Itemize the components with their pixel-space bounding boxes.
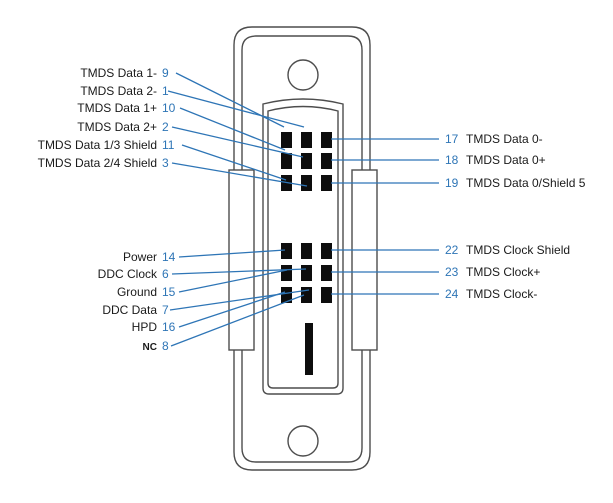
right-number-pin-19: 19 xyxy=(445,176,459,190)
left-label-pin-7: DDC Data xyxy=(102,303,157,317)
pin-14 xyxy=(281,243,292,259)
ground-blade xyxy=(305,323,313,375)
pin-16 xyxy=(281,287,292,303)
right-label-pin-22: TMDS Clock Shield xyxy=(466,243,570,257)
left-label-pin-8: NC xyxy=(143,342,157,353)
pin-2 xyxy=(301,153,312,169)
left-number-pin-8: 8 xyxy=(162,339,169,353)
left-number-pin-14: 14 xyxy=(162,250,176,264)
left-label-pin-9: TMDS Data 1- xyxy=(80,66,157,80)
left-label-pin-10: TMDS Data 1+ xyxy=(77,101,157,115)
bottom-screw-hole xyxy=(287,425,319,457)
pin-8 xyxy=(301,287,312,303)
left-label-pin-14: Power xyxy=(123,250,157,264)
left-label-pin-15: Ground xyxy=(117,285,157,299)
leader-pin-6 xyxy=(171,268,307,275)
left-number-pin-16: 16 xyxy=(162,320,176,334)
right-number-pin-22: 22 xyxy=(445,243,459,257)
right-flange xyxy=(351,169,378,351)
leader-pin-11 xyxy=(181,144,287,181)
left-number-pin-11: 11 xyxy=(162,138,175,152)
pin-1 xyxy=(281,153,292,169)
pin-24 xyxy=(321,287,332,303)
left-number-pin-6: 6 xyxy=(162,267,169,281)
left-flange xyxy=(228,169,255,351)
right-label-pin-24: TMDS Clock- xyxy=(466,287,537,301)
left-number-pin-1: 1 xyxy=(162,84,169,98)
pin-10 xyxy=(301,132,312,148)
left-number-pin-15: 15 xyxy=(162,285,176,299)
left-number-pin-9: 9 xyxy=(162,66,169,80)
pin-22 xyxy=(321,243,332,259)
leader-pin-2 xyxy=(171,126,304,158)
leader-pin-1 xyxy=(167,90,305,128)
right-number-pin-18: 18 xyxy=(445,153,459,167)
pin-7 xyxy=(301,265,312,281)
top-screw-hole xyxy=(287,59,319,91)
pin-6 xyxy=(281,265,292,281)
left-label-pin-3: TMDS Data 2/4 Shield xyxy=(38,156,157,170)
left-number-pin-7: 7 xyxy=(162,303,169,317)
left-number-pin-2: 2 xyxy=(162,120,169,134)
right-label-pin-17: TMDS Data 0- xyxy=(466,132,543,146)
left-label-pin-6: DDC Clock xyxy=(98,267,158,281)
leader-pin-16 xyxy=(178,291,286,328)
right-label-pin-18: TMDS Data 0+ xyxy=(466,153,546,167)
left-label-pin-2: TMDS Data 2+ xyxy=(77,120,157,134)
left-label-pin-11: TMDS Data 1/3 Shield xyxy=(38,138,157,152)
leader-pin-14 xyxy=(178,249,286,258)
leader-pin-15 xyxy=(178,269,288,293)
right-number-pin-24: 24 xyxy=(445,287,459,301)
leader-pin-10 xyxy=(179,107,286,151)
left-label-pin-1: TMDS Data 2- xyxy=(80,84,157,98)
right-label-pin-23: TMDS Clock+ xyxy=(466,265,540,279)
right-number-pin-23: 23 xyxy=(445,265,459,279)
leader-pin-8 xyxy=(170,294,305,347)
leader-pin-3 xyxy=(171,162,308,187)
leader-pin-9 xyxy=(175,72,285,128)
pin-15 xyxy=(301,243,312,259)
pin-3 xyxy=(301,175,312,191)
left-label-pin-16: HPD xyxy=(132,320,158,334)
pin-19 xyxy=(321,175,332,191)
right-label-pin-19: TMDS Data 0/Shield 5 xyxy=(466,176,586,190)
leader-pin-7 xyxy=(169,289,310,311)
right-number-pin-17: 17 xyxy=(445,132,459,146)
pin-23 xyxy=(321,265,332,281)
left-number-pin-10: 10 xyxy=(162,101,176,115)
pin-9 xyxy=(281,132,292,148)
pin-18 xyxy=(321,153,332,169)
pin-17 xyxy=(321,132,332,148)
left-number-pin-3: 3 xyxy=(162,156,169,170)
